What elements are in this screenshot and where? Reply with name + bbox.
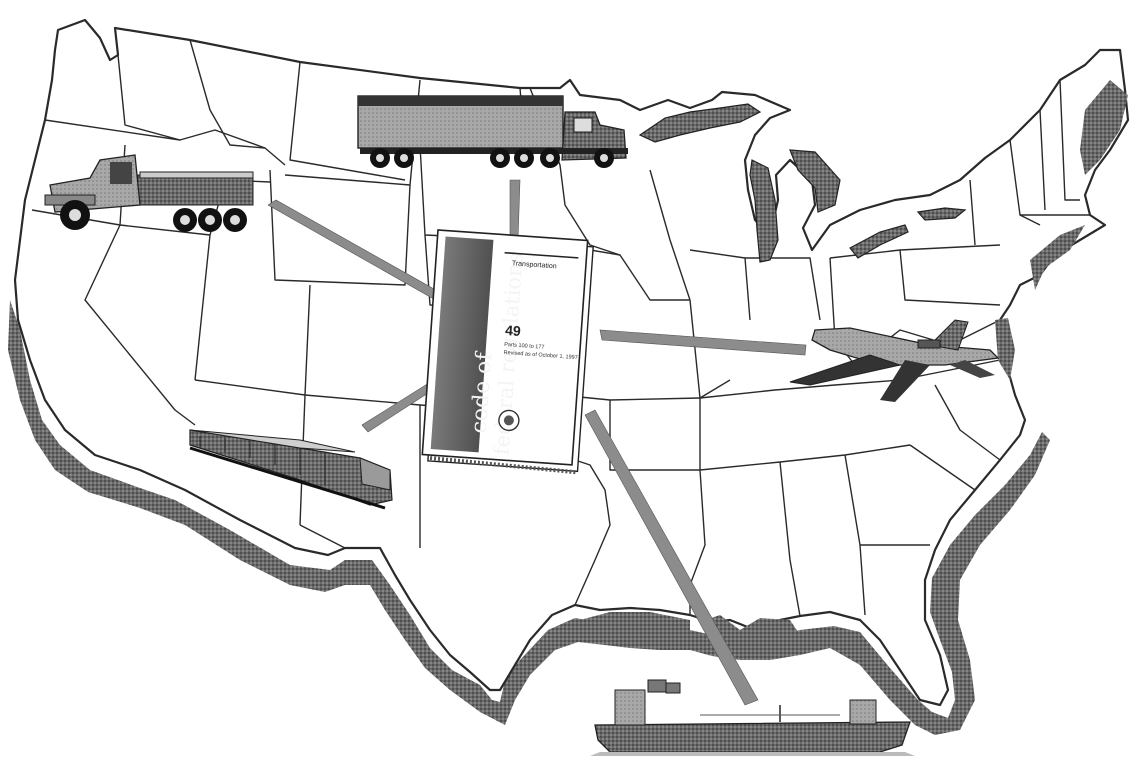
cargo-ship-icon bbox=[590, 679, 915, 756]
lake-erie bbox=[849, 224, 909, 259]
beam-to-ship bbox=[584, 409, 759, 706]
book-volume: 49 bbox=[505, 322, 522, 339]
lake-huron bbox=[789, 149, 841, 213]
east-coast-shading bbox=[580, 80, 1128, 640]
train-icon bbox=[189, 429, 393, 510]
great-lakes bbox=[638, 103, 967, 263]
beam-to-semi bbox=[509, 179, 521, 241]
airplane-icon bbox=[789, 319, 1000, 402]
lake-ontario bbox=[916, 207, 967, 221]
cfr-book: code of federal regulations Transportati… bbox=[421, 229, 594, 475]
book-parts: Parts 100 to 177 bbox=[504, 342, 545, 351]
semi-truck-icon bbox=[357, 95, 628, 168]
connection-beams bbox=[267, 179, 807, 706]
book-spine-band bbox=[430, 236, 494, 453]
book-title-line1: code of bbox=[467, 350, 498, 434]
book-subject: Transportation bbox=[512, 260, 557, 270]
flatbed-truck-icon bbox=[44, 154, 254, 232]
beam-to-plane bbox=[599, 329, 807, 356]
state-boundaries bbox=[31, 39, 1090, 617]
lake-michigan bbox=[749, 159, 779, 263]
book-revised: Revised as of October 1, 1997 bbox=[503, 350, 578, 361]
lake-superior bbox=[638, 103, 762, 143]
